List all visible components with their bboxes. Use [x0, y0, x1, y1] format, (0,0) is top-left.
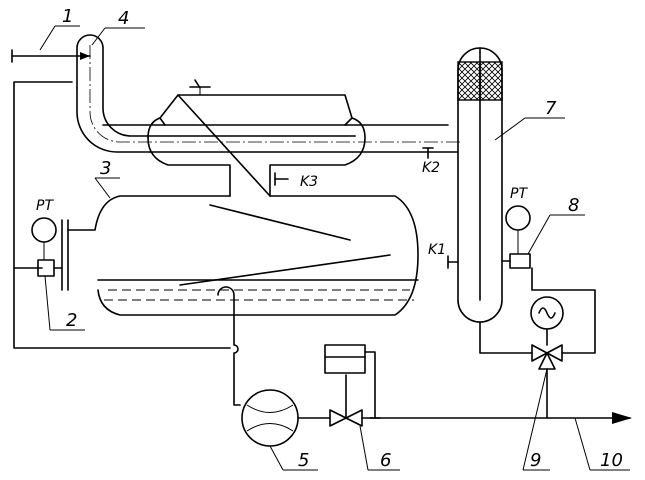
- left-return-line: [14, 82, 230, 348]
- connection-markers: [195, 80, 458, 268]
- callout-9: 9: [530, 450, 541, 471]
- drain-pipe: [218, 287, 240, 405]
- flow-meter: [242, 390, 298, 446]
- leader-lines: [40, 26, 630, 470]
- callout-10: 10: [600, 450, 623, 471]
- callout-2: 2: [66, 310, 77, 331]
- product-line: [298, 345, 632, 426]
- callout-1: 1: [62, 6, 73, 27]
- callout-7: 7: [545, 98, 557, 119]
- condenser-column: [458, 48, 502, 322]
- flange-assembly: [32, 218, 68, 290]
- pt-label-left: PT: [36, 198, 54, 214]
- three-way-valve: [480, 268, 595, 418]
- connection-k3: K3: [300, 174, 318, 190]
- inlet-line: [12, 50, 90, 62]
- callout-4: 4: [118, 8, 129, 29]
- callout-6: 6: [380, 450, 391, 471]
- pressure-transmitter: [502, 206, 530, 268]
- pt-label-right: PT: [510, 186, 528, 202]
- connection-k2: K2: [422, 160, 440, 176]
- callout-5: 5: [298, 450, 309, 471]
- riser-pipe: [77, 35, 460, 152]
- callout-3: 3: [100, 158, 111, 179]
- main-vessel: [68, 196, 418, 315]
- connection-k1: K1: [428, 242, 446, 258]
- callout-8: 8: [568, 195, 579, 216]
